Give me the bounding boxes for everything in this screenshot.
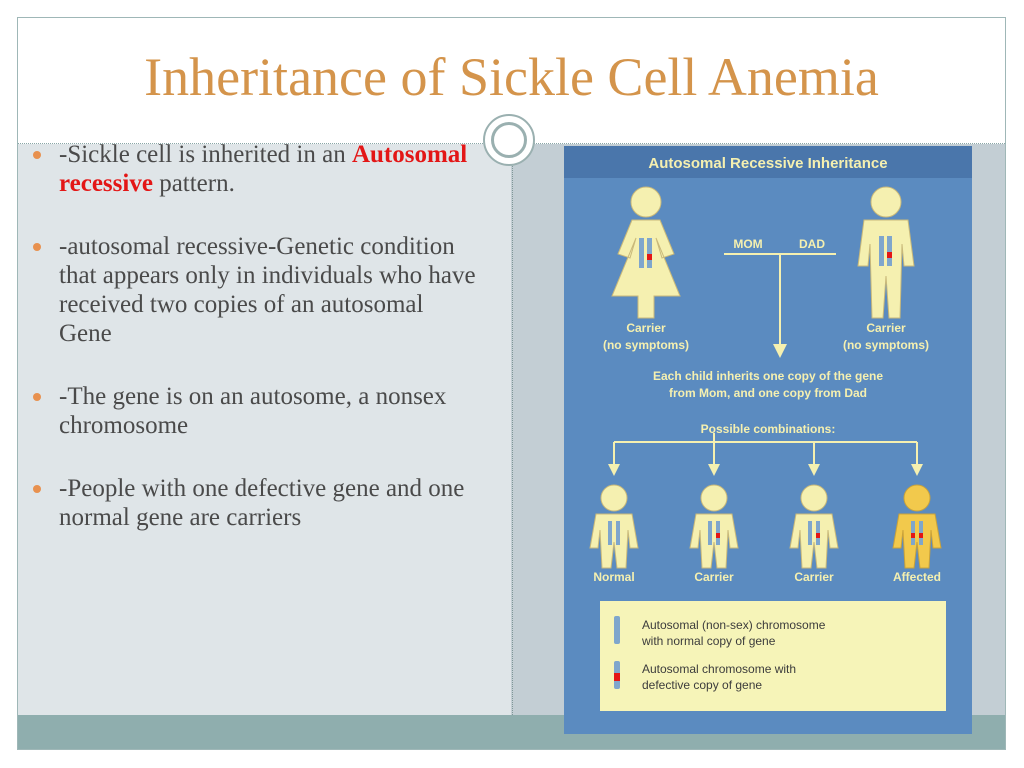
bullet-dot-icon	[33, 151, 41, 159]
child-figure-normal	[589, 484, 639, 569]
bullet-item: -Sickle cell is inherited in an Autosoma…	[32, 140, 482, 198]
diagram-title: Autosomal Recessive Inheritance	[648, 155, 887, 172]
chromosome-normal-icon	[879, 236, 884, 266]
child-label: Carrier	[794, 570, 834, 584]
ring-ornament-icon	[483, 114, 535, 166]
legend-text: Autosomal chromosome with	[642, 662, 796, 676]
bullet-item: -People with one defective gene and one …	[32, 474, 482, 532]
mom-label: MOM	[733, 237, 762, 251]
child-arrows	[608, 442, 923, 476]
bullet-dot-icon	[33, 485, 41, 493]
arrow-head-icon	[608, 464, 620, 476]
legend-text: defective copy of gene	[642, 678, 762, 692]
highlight-text: Autosomal recessive	[59, 141, 468, 197]
dad-figure	[857, 186, 915, 319]
arrow-head-icon	[808, 464, 820, 476]
mom-status-note: (no symptoms)	[603, 338, 689, 352]
dad-label: DAD	[799, 237, 825, 251]
chromosome-normal-icon	[614, 616, 620, 644]
column-divider	[512, 144, 513, 715]
chromosome-normal-icon	[639, 238, 644, 268]
bullet-text: -People with one defective gene and one …	[59, 475, 465, 531]
combinations-label: Possible combinations:	[701, 422, 836, 436]
child-figure-carrier	[689, 484, 739, 569]
bullet-text: -Sickle cell is inherited in an	[59, 141, 352, 168]
chromosome-defective-icon	[887, 236, 892, 266]
legend-text: with normal copy of gene	[641, 634, 776, 648]
legend-box	[600, 601, 946, 711]
chromosome-defective-icon	[647, 238, 652, 268]
dad-status: Carrier	[866, 321, 906, 335]
bullet-dot-icon	[33, 393, 41, 401]
dad-status-note: (no symptoms)	[843, 338, 929, 352]
mom-figure	[611, 186, 681, 319]
child-label: Normal	[593, 570, 634, 584]
diagram-title-bar	[564, 146, 972, 178]
bullet-text: -The gene is on an autosome, a nonsex ch…	[59, 383, 447, 439]
inheritance-diagram: Autosomal Recessive Inheritance MOM DAD …	[564, 146, 972, 734]
legend-item-defective: Autosomal chromosome with defective copy…	[614, 661, 796, 692]
mom-status: Carrier	[626, 321, 666, 335]
bullet-list: -Sickle cell is inherited in an Autosoma…	[32, 140, 482, 566]
legend-text: Autosomal (non-sex) chromosome	[642, 618, 826, 632]
inherit-text-line: Each child inherits one copy of the gene	[653, 369, 883, 383]
arrow-head-icon	[773, 344, 787, 358]
child-figure-carrier	[789, 484, 839, 569]
bullet-text: -autosomal recessive-Genetic condition t…	[59, 233, 476, 347]
slide-title: Inheritance of Sickle Cell Anemia	[144, 47, 879, 107]
text-panel	[18, 144, 511, 715]
child-label: Carrier	[694, 570, 734, 584]
arrow-head-icon	[911, 464, 923, 476]
bullet-dot-icon	[33, 243, 41, 251]
child-label: Affected	[893, 570, 941, 584]
bullet-text: pattern.	[152, 170, 235, 197]
bullet-item: -autosomal recessive-Genetic condition t…	[32, 232, 482, 348]
child-figure-affected	[892, 484, 942, 569]
arrow-head-icon	[708, 464, 720, 476]
bullet-item: -The gene is on an autosome, a nonsex ch…	[32, 382, 482, 440]
legend-item-normal: Autosomal (non-sex) chromosome with norm…	[614, 616, 826, 648]
inherit-text-line: from Mom, and one copy from Dad	[669, 386, 867, 400]
